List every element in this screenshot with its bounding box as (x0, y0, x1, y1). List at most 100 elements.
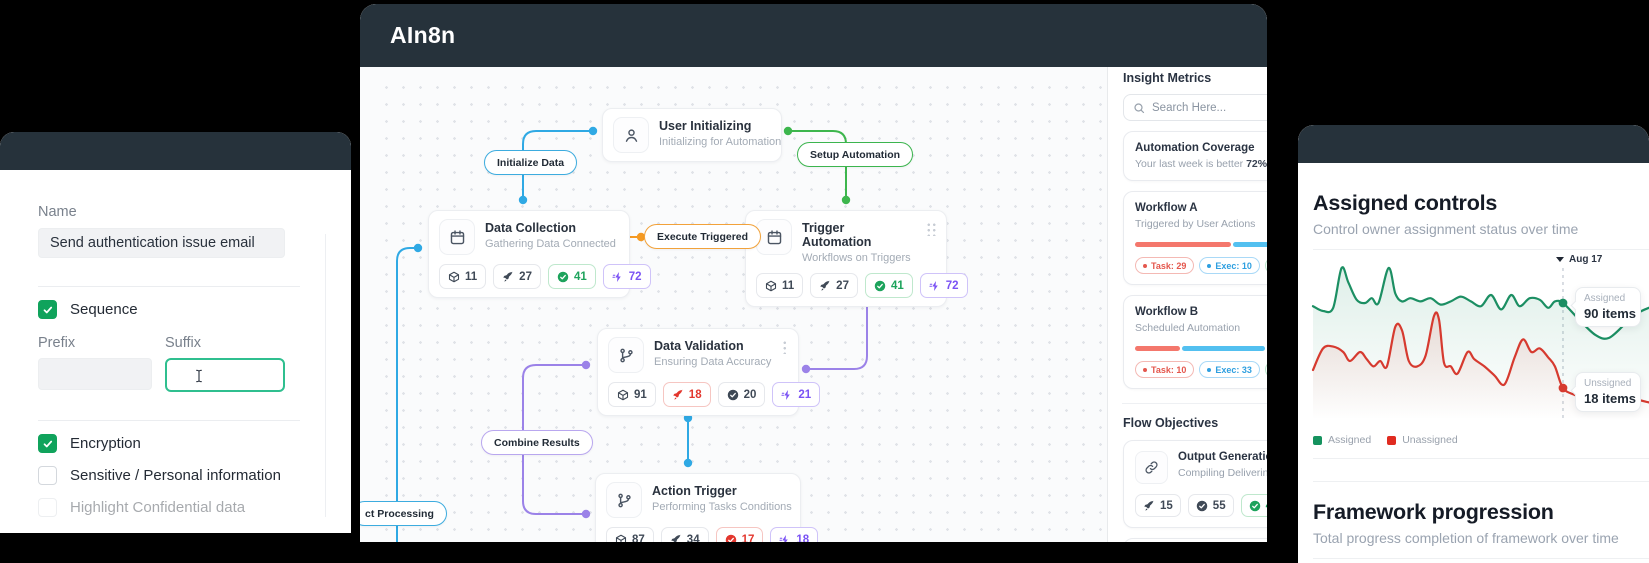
rocket-icon (502, 271, 514, 283)
sensitive-checkbox[interactable] (38, 466, 57, 485)
objective-texts: Output GenerationCompiling Delivering C (1178, 451, 1267, 479)
user-icon (613, 117, 649, 153)
encryption-row: Encryption (38, 434, 351, 453)
check-circle-icon (1196, 500, 1208, 512)
metric-chip-package: 11 (756, 273, 804, 298)
metric-chip-rocket: 18 (662, 382, 711, 407)
workflow-progress-bar (1135, 346, 1267, 351)
form-panel-body: Name Sequence Prefix Suffix (0, 170, 351, 517)
rocket-icon (672, 389, 684, 401)
progress-segment (1135, 346, 1180, 351)
prefix-label: Prefix (38, 335, 76, 351)
rocket-icon (670, 534, 682, 542)
insight-metrics-title: Insight Metrics (1123, 71, 1212, 85)
progress-segment (1233, 242, 1267, 247)
badge-dot-icon (1207, 367, 1212, 372)
metric-chip-rocket: 15 (1135, 494, 1181, 517)
automation-coverage-card[interactable]: Automation Coverage Your last week is be… (1123, 131, 1267, 181)
prefix-col: Prefix (38, 335, 152, 392)
workflow-title: Workflow B (1135, 306, 1199, 318)
divider (38, 420, 300, 421)
suffix-input[interactable] (165, 358, 285, 392)
objective-card[interactable]: Output GenerationCompiling Delivering C 1… (1123, 440, 1267, 528)
sequence-checkbox[interactable] (38, 300, 57, 319)
objective-title: Output Generation (1178, 451, 1267, 463)
objective-header: Output GenerationCompiling Delivering C (1135, 451, 1267, 484)
encryption-checkbox[interactable] (38, 434, 57, 453)
objective-card[interactable]: Lorem IpsumLorem Ipsum Sit D (1123, 538, 1267, 542)
confidential-label: Highlight Confidential data (70, 499, 246, 516)
package-icon (765, 280, 777, 292)
link-icon (1135, 451, 1168, 484)
sensitive-label: Sensitive / Personal information (70, 467, 281, 484)
bolt-icon (779, 534, 791, 542)
badge-dot-icon (1143, 263, 1147, 268)
metric-chip-package: 87 (606, 527, 654, 542)
divider (1122, 403, 1267, 404)
coverage-value: 72% (1246, 158, 1267, 170)
package-icon (448, 271, 460, 283)
confidential-checkbox[interactable] (38, 498, 57, 517)
sensitive-row: Sensitive / Personal information (38, 466, 351, 485)
node-subtitle: Ensuring Data Accuracy (654, 356, 772, 368)
workflow-subtitle: Scheduled Automation (1135, 322, 1241, 334)
line-chart-svg (1311, 266, 1649, 420)
check-icon (43, 440, 52, 447)
coverage-subtitle: Your last week is better 72% (1135, 158, 1267, 170)
workflow-title: Workflow A (1135, 202, 1198, 214)
node-subtitle: Initializing for Automation (659, 136, 782, 148)
metric-chip-check-circle: 41 (1240, 494, 1267, 517)
form-panel: Name Sequence Prefix Suffix (0, 132, 351, 533)
legend-swatch-icon (1387, 435, 1397, 445)
tooltip-assigned: Assigned 90 items (1570, 287, 1641, 327)
legend-swatch-icon (1313, 435, 1322, 445)
check-icon (43, 306, 52, 313)
text-cursor-icon (191, 367, 207, 385)
divider (1313, 558, 1649, 559)
search-icon (1133, 102, 1145, 114)
sidebar-search[interactable] (1123, 94, 1267, 121)
form-panel-header (0, 132, 351, 170)
progress-segment (1135, 242, 1231, 247)
status-badge: Done: 1 (1264, 257, 1267, 274)
connector-label-execute-triggered: Execute Triggered (644, 224, 762, 249)
node-title: Action Trigger (652, 484, 737, 498)
coverage-title: Automation Coverage (1135, 142, 1255, 154)
name-input[interactable] (38, 228, 285, 258)
git-branch-icon (606, 482, 642, 518)
confidential-row: Highlight Confidential data (38, 498, 351, 517)
drag-handle-icon[interactable] (925, 221, 936, 236)
search-input[interactable] (1152, 101, 1267, 114)
package-icon (617, 389, 629, 401)
connector-label-combine-results: Combine Results (481, 430, 593, 455)
divider (38, 286, 300, 287)
package-icon (615, 534, 627, 542)
name-label: Name (38, 204, 77, 220)
badge-dot-icon (1207, 263, 1212, 268)
metric-chip-bolt: 72 (919, 273, 968, 298)
status-badge: Exec: 10 (1199, 257, 1260, 274)
calendar-icon (439, 219, 475, 255)
drag-handle-icon[interactable] (781, 339, 788, 354)
divider (1313, 458, 1649, 459)
prefix-input[interactable] (38, 358, 152, 390)
